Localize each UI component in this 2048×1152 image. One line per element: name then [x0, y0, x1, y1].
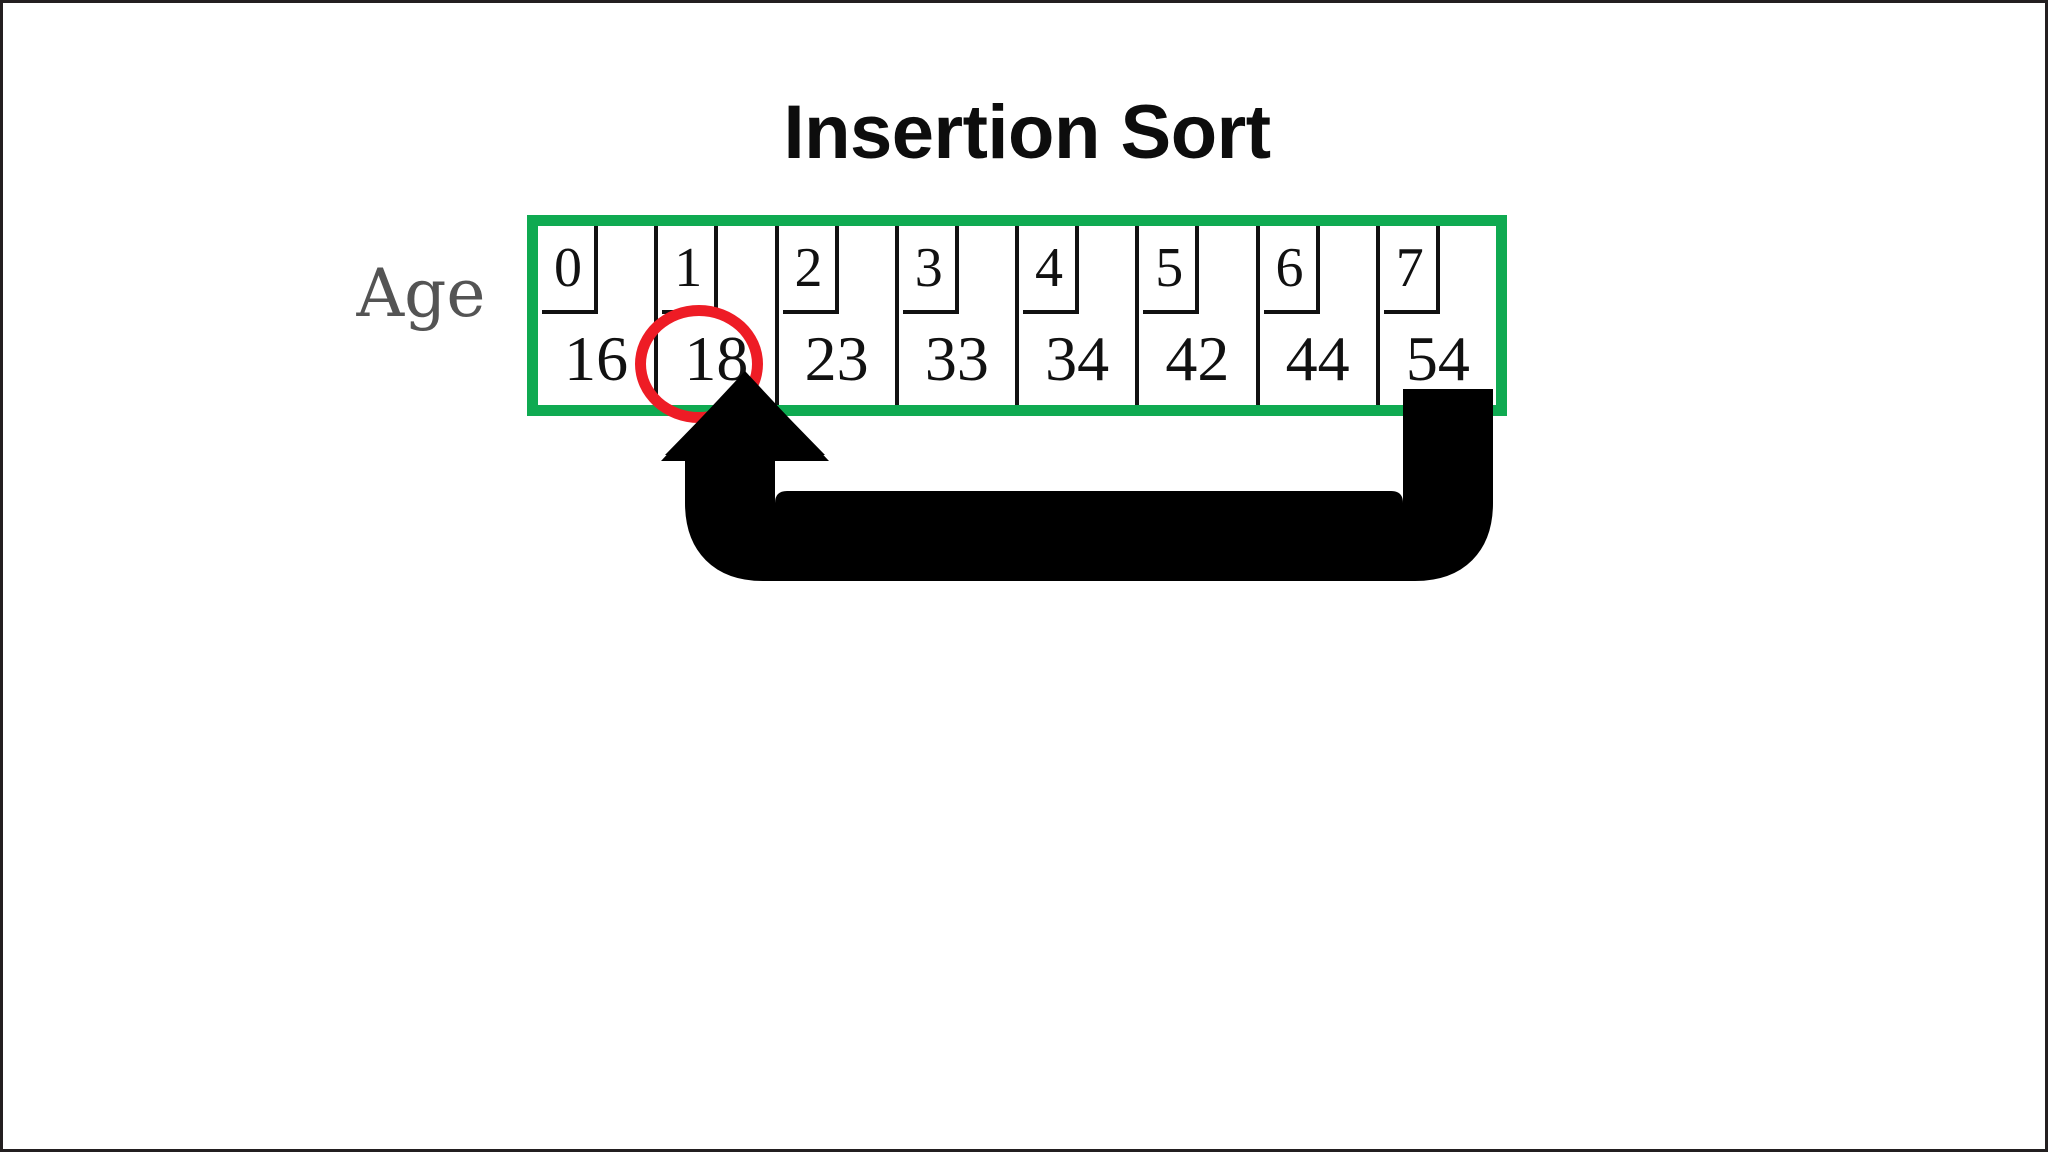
array-index-3: 3: [902, 226, 959, 314]
array-value-4: 34: [1045, 322, 1110, 394]
array-value-0: 16: [564, 322, 629, 394]
sorted-region-frame: 0 16 1 18 2 23 3 33 4 34 5 42: [527, 215, 1507, 416]
array-value-6: 44: [1285, 322, 1350, 394]
array-index-5: 5: [1143, 226, 1200, 314]
array-row-label: Age: [356, 255, 486, 332]
array-cell-3[interactable]: 3 33: [898, 226, 1019, 405]
array-value-2: 23: [804, 322, 869, 394]
array-cell-0[interactable]: 0 16: [538, 226, 659, 405]
array-value-7: 54: [1405, 322, 1470, 394]
array-cell-6[interactable]: 6 44: [1259, 226, 1380, 405]
array-cell-7[interactable]: 7 54: [1379, 226, 1496, 405]
array-index-4: 4: [1023, 226, 1079, 314]
array-index-6: 6: [1263, 226, 1320, 314]
insert-shift-arrow: [661, 371, 1493, 581]
array-cell-4[interactable]: 4 34: [1019, 226, 1140, 405]
array-value-5: 42: [1165, 322, 1230, 394]
array-index-1: 1: [662, 226, 719, 314]
array-index-0: 0: [542, 226, 598, 314]
array-index-2: 2: [782, 226, 839, 314]
array-cell-2[interactable]: 2 23: [778, 226, 899, 405]
array-cell-5[interactable]: 5 42: [1139, 226, 1260, 405]
array-cells: 0 16 1 18 2 23 3 33 4 34 5 42: [538, 226, 1496, 405]
array-index-7: 7: [1383, 226, 1440, 314]
array-cell-1[interactable]: 1 18: [658, 226, 779, 405]
page-title: Insertion Sort: [783, 90, 1271, 175]
array-value-3: 33: [924, 322, 989, 394]
